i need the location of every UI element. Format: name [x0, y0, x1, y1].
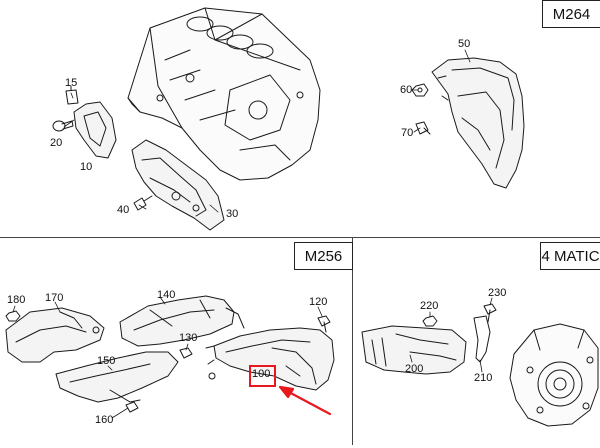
- part-220-nut: [422, 315, 438, 327]
- callout-160: 160: [95, 414, 114, 426]
- callout-10: 10: [80, 161, 93, 173]
- part-150-heat-shield: [55, 351, 179, 403]
- variant-label-m256: M256: [294, 242, 353, 270]
- callout-150: 150: [97, 355, 116, 367]
- part-15-clip: [65, 85, 79, 105]
- part-10-shield: [73, 101, 117, 159]
- callout-30: 30: [226, 208, 239, 220]
- callout-170: 170: [45, 292, 64, 304]
- part-200-heat-shield: [361, 325, 467, 375]
- part-230-bolt: [483, 303, 497, 323]
- part-50-heat-shield: [431, 57, 525, 189]
- part-70-bolt: [415, 121, 431, 135]
- callout-20: 20: [50, 137, 63, 149]
- part-30-heat-shield: [131, 139, 225, 231]
- part-100-heat-shield: [205, 327, 335, 391]
- part-140-heat-shield: [119, 295, 245, 347]
- callout-140: 140: [157, 289, 176, 301]
- part-210-bracket: [473, 315, 491, 363]
- callout-15: 15: [65, 77, 78, 89]
- callout-100-highlight-box: [249, 365, 276, 387]
- engine-block-drawing: [127, 7, 321, 181]
- part-130-bolt: [179, 347, 193, 359]
- callout-220: 220: [420, 300, 439, 312]
- part-180-nut: [5, 310, 21, 322]
- leader-lines: [12, 49, 493, 419]
- panel-divider-vertical: [352, 237, 353, 445]
- variant-label-4matic: 4 MATIC: [540, 242, 600, 270]
- callout-60: 60: [400, 84, 413, 96]
- callout-100: 100: [252, 368, 271, 380]
- part-120-bolt: [317, 315, 331, 333]
- part-160-bolt: [125, 401, 139, 413]
- callout-130: 130: [179, 332, 198, 344]
- callout-50: 50: [458, 38, 471, 50]
- transfer-case-drawing: [509, 323, 599, 427]
- callout-200: 200: [405, 363, 424, 375]
- highlight-arrow: [278, 385, 332, 416]
- callout-180: 180: [7, 294, 26, 306]
- callout-40: 40: [117, 204, 130, 216]
- callout-210: 210: [474, 372, 493, 384]
- callout-120: 120: [309, 296, 328, 308]
- part-40-bolt: [133, 195, 153, 211]
- part-170-heat-shield: [5, 307, 105, 363]
- variant-label-m264: M264: [542, 0, 600, 28]
- callout-70: 70: [401, 127, 414, 139]
- callout-230: 230: [488, 287, 507, 299]
